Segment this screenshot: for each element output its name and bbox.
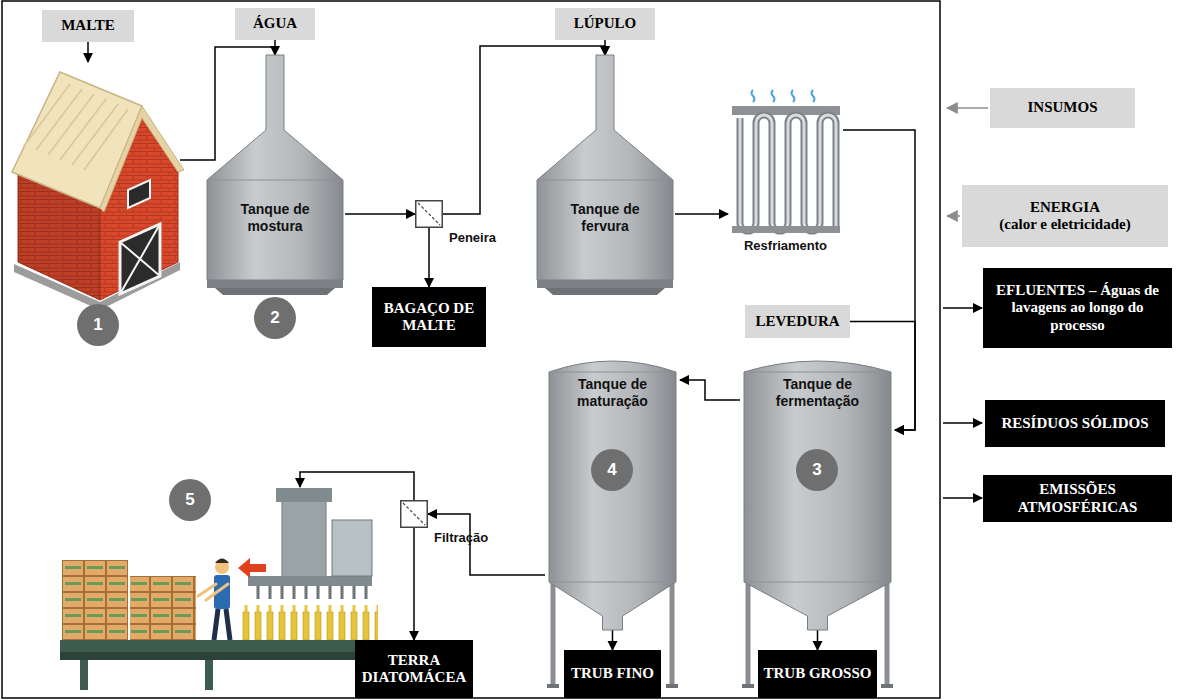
input-box: LÚPULO [555,8,655,40]
box-label: BAGAÇO DE MALTE [377,300,481,335]
waste-box: BAGAÇO DE MALTE [372,287,486,347]
flow-arrow [817,630,819,650]
flow-arrow [612,630,614,650]
brew-tank: Tanque de fervura [535,55,675,295]
flow-arrow [675,213,728,215]
flow-arrow [604,40,606,55]
output-box: RESÍDUOS SÓLIDOS [985,400,1165,447]
flow-arrow [345,213,415,215]
box-label: MALTE [61,17,115,34]
screen-filter: Filtração [400,500,428,528]
box-label: ÁGUA [253,15,297,32]
text-wrap: TRUB GROSSO [759,663,877,684]
screen-outline [415,200,443,228]
process-frame [2,1,940,698]
box-label: TRUB GROSSO [764,665,872,682]
coil-outline [728,88,843,263]
text-wrap: TERRA DIATOMÁCEA [355,650,473,689]
cooler: Resfriamento [728,88,843,263]
box-label: TRUB FINO [571,665,654,682]
barn-illustration [0,0,184,310]
shape-label: Resfriamento [736,238,835,254]
text-wrap: BAGAÇO DE MALTE [372,298,486,337]
flow-arrow [274,40,276,55]
shape-label: Tanque de fermentação [748,376,887,410]
input-box: LEVEDURA [745,305,850,338]
input-box: INSUMOS [990,88,1135,128]
text-wrap: RESÍDUOS SÓLIDOS [996,413,1153,434]
box-label: (calor e eletricidade) [999,216,1130,233]
input-box: ENERGIA(calor e eletricidade) [962,185,1168,247]
box-label: LÚPULO [574,15,637,32]
text-wrap: EMISSÕES ATMOSFÉRICAS [983,479,1172,518]
text-wrap: ENERGIA(calor e eletricidade) [994,197,1135,236]
callout-number: 3 [796,449,838,491]
text-wrap: ÁGUA [248,13,302,34]
box-label: EFLUENTES – Águas de lavagens ao longo d… [988,282,1167,334]
callout-number: 5 [169,479,211,521]
screen-outline [400,500,428,528]
box-label: INSUMOS [1027,99,1097,116]
shape-label: Peneira [449,230,496,246]
text-wrap: LEVEDURA [750,311,844,332]
input-box: MALTE [42,10,134,42]
callout-number: 2 [254,297,296,339]
waste-box: TRUB GROSSO [758,650,877,698]
input-box: ÁGUA [235,8,315,40]
output-box: EMISSÕES ATMOSFÉRICAS [983,475,1172,522]
shape-label: Tanque de fervura [549,201,661,235]
box-label: LEVEDURA [755,313,839,330]
text-wrap: LÚPULO [569,13,642,34]
waste-box: TERRA DIATOMÁCEA [355,640,473,698]
output-box: EFLUENTES – Águas de lavagens ao longo d… [983,268,1172,348]
text-wrap: TRUB FINO [566,663,659,684]
tank-outline [535,55,675,295]
shape-label: Tanque de maturação [553,376,672,410]
flow-arrow [680,380,740,400]
shape-label: Tanque de mostura [219,201,331,235]
text-wrap: MALTE [56,15,120,36]
text-wrap: INSUMOS [1022,97,1102,118]
screen-filter: Peneira [415,200,443,228]
box-label: ENERGIA [999,199,1130,216]
waste-box: TRUB FINO [564,650,661,698]
flow-arrow [413,528,415,640]
box-label: TERRA DIATOMÁCEA [360,652,468,687]
callout-number: 1 [77,304,119,346]
brew-tank: Tanque de mostura [205,55,345,295]
tank-outline [205,55,345,295]
flow-arrow [428,514,545,575]
text-wrap: EFLUENTES – Águas de lavagens ao longo d… [983,280,1172,336]
flow-arrow [428,228,430,287]
callout-number: 4 [591,449,633,491]
bottling-illustration [60,488,380,690]
box-label: RESÍDUOS SÓLIDOS [1001,415,1148,432]
shape-label: Filtração [434,530,488,546]
box-label: EMISSÕES ATMOSFÉRICAS [988,481,1167,516]
